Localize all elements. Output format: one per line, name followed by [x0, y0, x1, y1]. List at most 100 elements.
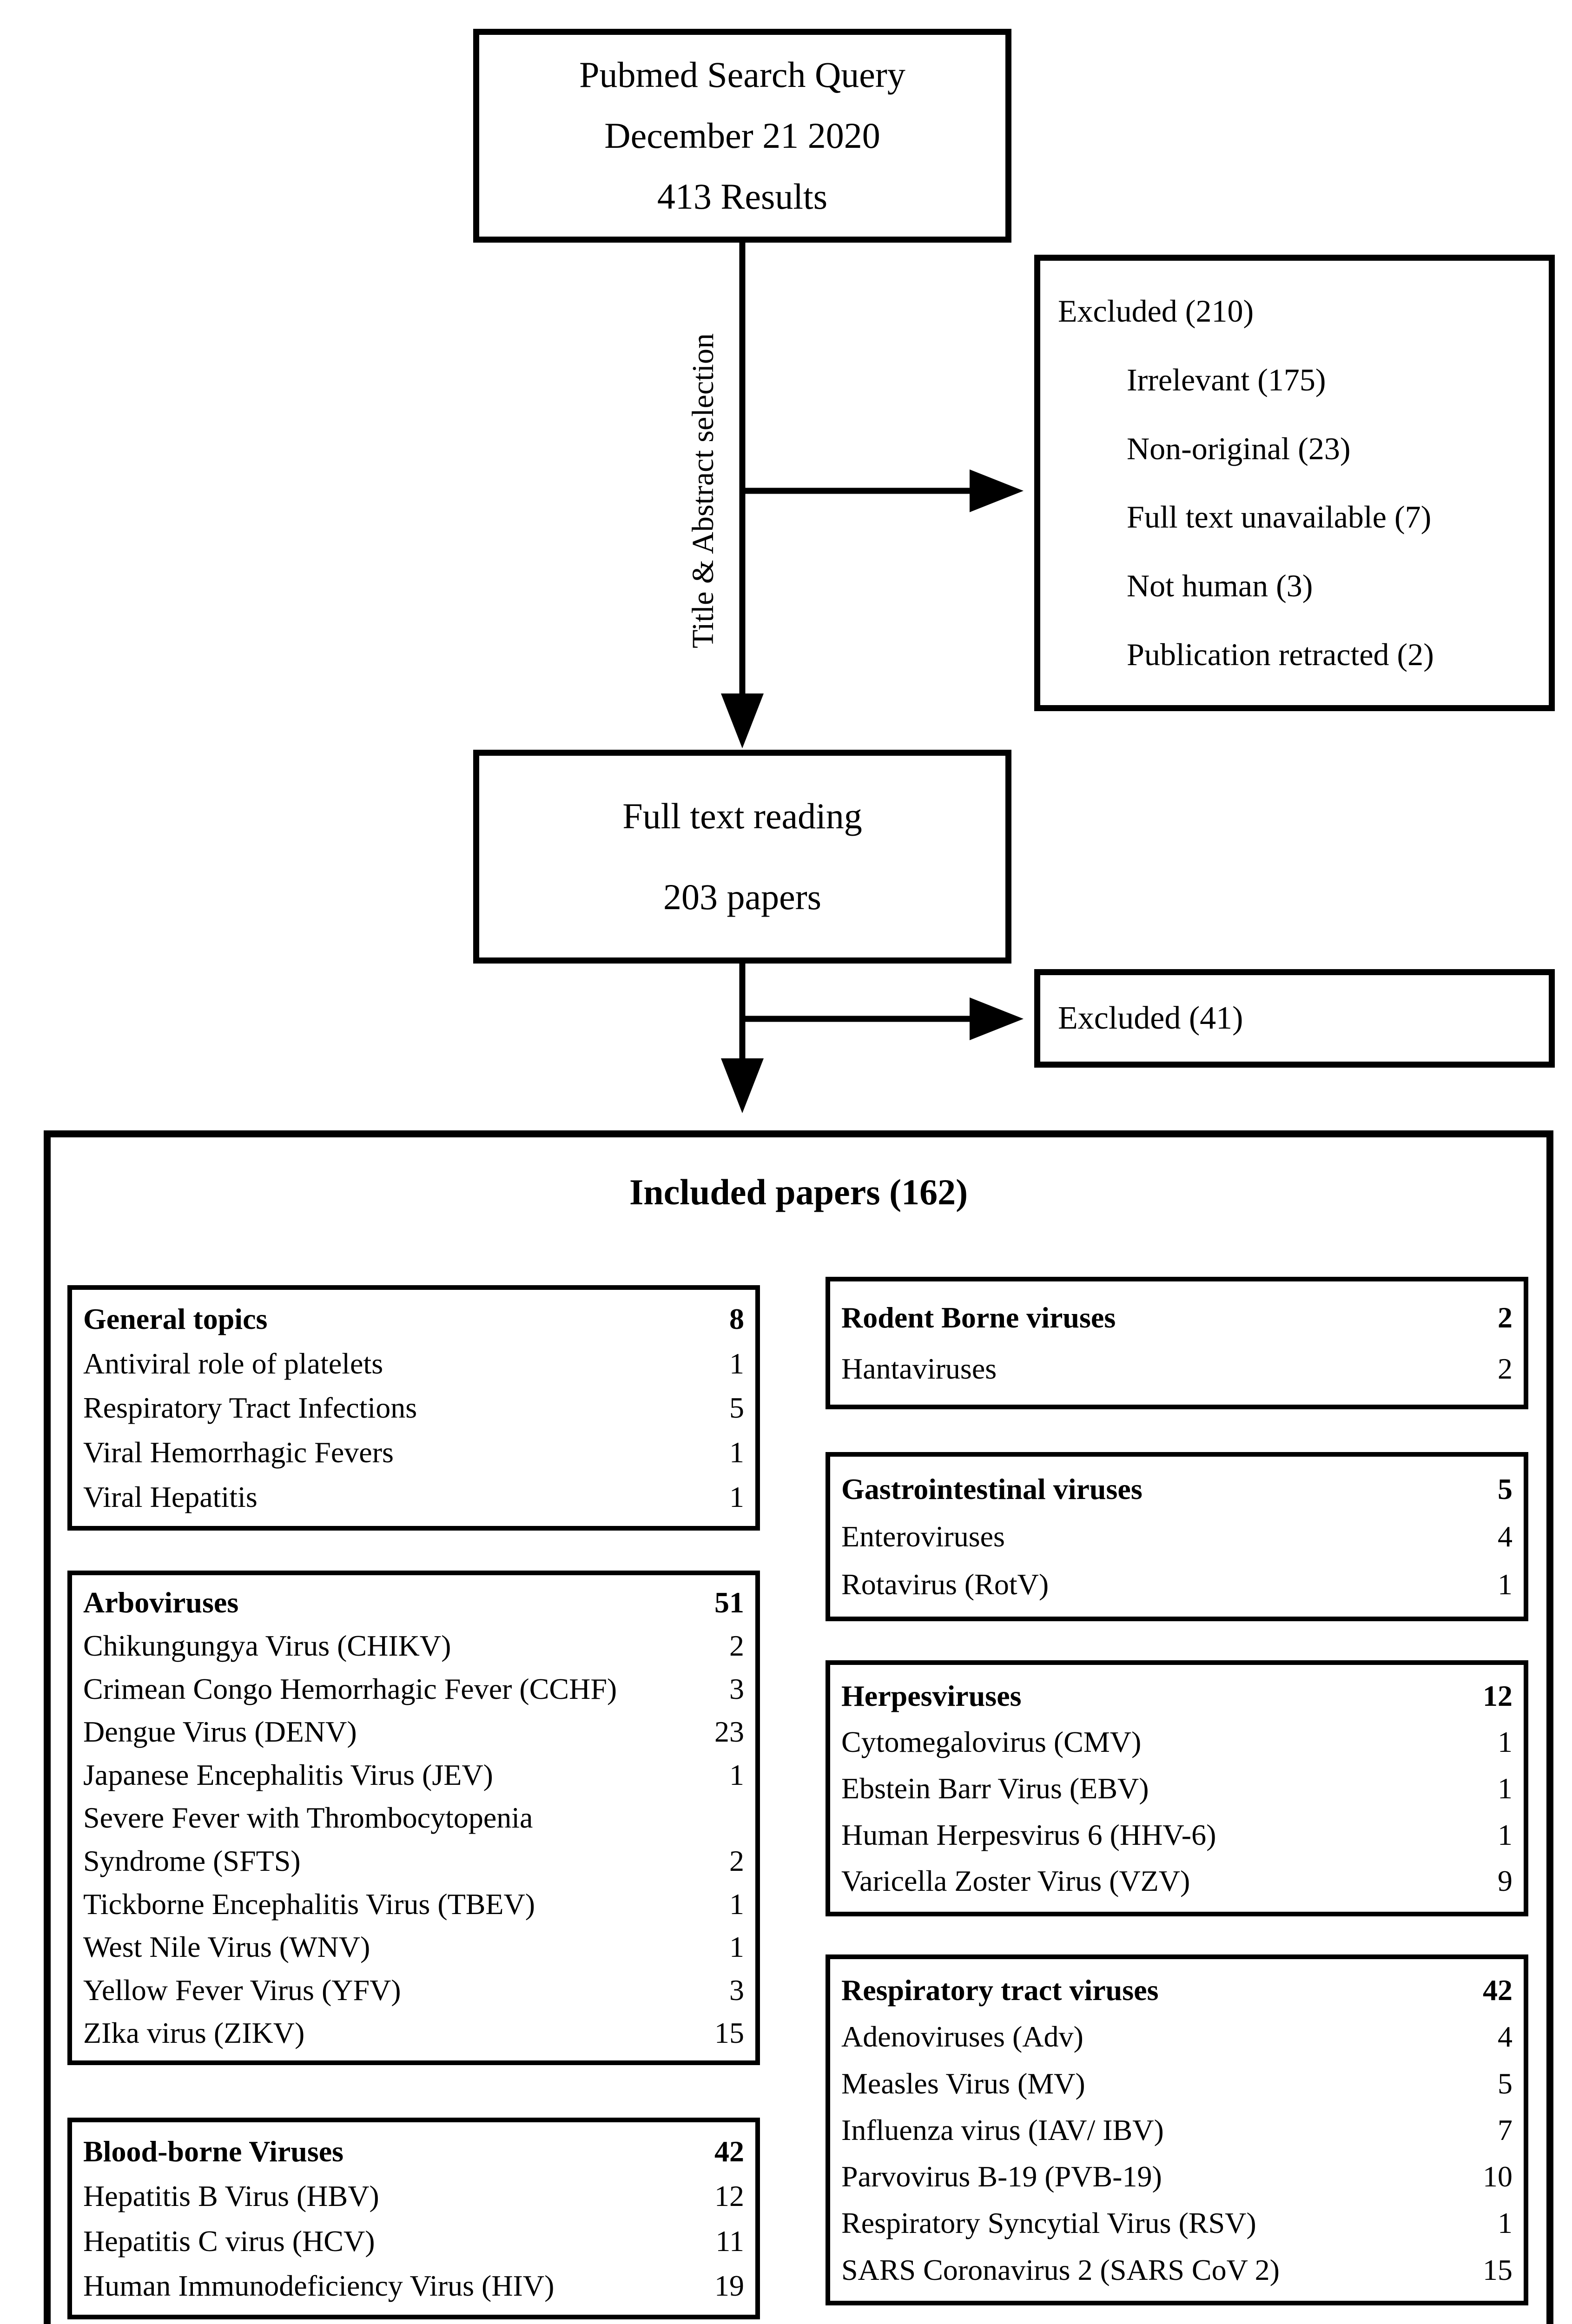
row-count: 3 [729, 1672, 744, 1705]
table-row: ZIka virus (ZIKV) 15 [72, 2017, 755, 2048]
search-box-line: 413 Results [657, 176, 828, 217]
table-header-row: Blood-borne Viruses 42 [72, 2136, 755, 2167]
table-row: Syndrome (SFTS) 2 [72, 1845, 755, 1876]
excluded-210-box: Excluded (210) Irrelevant (175)Non-origi… [1034, 255, 1555, 711]
row-label: Cytomegalovirus (CMV) [841, 1725, 1142, 1759]
excluded-reason: Irrelevant (175) [1127, 362, 1326, 397]
table-category-count: 42 [714, 2135, 744, 2168]
row-count: 19 [714, 2269, 744, 2302]
title-abstract-selection-label: Title & Abstract selection [686, 333, 720, 648]
table-category-count: 12 [1483, 1679, 1513, 1712]
row-label: SARS Coronavirus 2 (SARS CoV 2) [841, 2253, 1280, 2286]
table-category-label: Respiratory tract viruses [841, 1974, 1159, 2007]
excluded-reason: Full text unavailable (7) [1127, 499, 1432, 535]
table-header-row: Respiratory tract viruses 42 [830, 1974, 1524, 2006]
row-label: Syndrome (SFTS) [83, 1844, 301, 1877]
table-row: Severe Fever with Thrombocytopenia [72, 1802, 755, 1833]
row-label: Respiratory Tract Infections [83, 1391, 417, 1425]
row-count: 4 [1498, 1520, 1513, 1553]
row-count: 15 [714, 2016, 744, 2050]
table-row: Cytomegalovirus (CMV) 1 [830, 1726, 1524, 1757]
table-row: Measles Virus (MV)5 [830, 2067, 1524, 2100]
excluded-210-title: Excluded (210) [1058, 293, 1254, 329]
table-row: Respiratory Syncytial Virus (RSV)1 [830, 2207, 1524, 2238]
row-count: 12 [714, 2179, 744, 2213]
row-count: 1 [729, 1480, 744, 1514]
table-category-count: 51 [714, 1586, 744, 1619]
row-label: Japanese Encephalitis Virus (JEV) [83, 1758, 493, 1791]
table-row: Parvovirus B-19 (PVB-19)10 [830, 2161, 1524, 2192]
row-count: 1 [1498, 1725, 1513, 1759]
row-count: 2 [729, 1844, 744, 1877]
table-header-row: Herpesviruses 12 [830, 1680, 1524, 1711]
arrow-fulltext-to-included [721, 964, 764, 1113]
search-box-line: Pubmed Search Query [579, 54, 905, 95]
table-category-label: Gastrointestinal viruses [841, 1472, 1143, 1505]
row-count: 4 [1498, 2020, 1513, 2053]
row-count: 1 [729, 1930, 744, 1964]
row-label: Antiviral role of platelets [83, 1347, 383, 1380]
table-row: Varicella Zoster Virus (VZV) 9 [830, 1865, 1524, 1896]
excluded-41-title: Excluded (41) [1058, 1000, 1243, 1036]
row-count: 1 [729, 1347, 744, 1380]
row-label: Influenza virus (IAV/ IBV) [841, 2113, 1164, 2146]
row-label: Crimean Congo Hemorrhagic Fever (CCHF) [83, 1672, 617, 1705]
row-label: Severe Fever with Thrombocytopenia [83, 1801, 533, 1835]
row-label: Respiratory Syncytial Virus (RSV) [841, 2206, 1256, 2240]
row-label: Dengue Virus (DENV) [83, 1715, 357, 1749]
row-count: 1 [1498, 1568, 1513, 1601]
row-count: 1 [1498, 1771, 1513, 1805]
row-label: Viral Hepatitis [83, 1480, 258, 1514]
row-label: West Nile Virus (WNV) [83, 1930, 370, 1964]
table-row: Adenoviruses (Adv)4 [830, 2021, 1524, 2052]
row-count: 7 [1498, 2113, 1513, 2146]
row-label: Varicella Zoster Virus (VZV) [841, 1864, 1190, 1898]
table-category-count: 8 [729, 1302, 744, 1335]
row-count: 5 [1498, 2067, 1513, 2100]
table-category-count: 42 [1483, 1974, 1513, 2007]
full-text-box-line: Full text reading [622, 795, 862, 836]
arrow-branch-excluded-210 [742, 469, 1024, 512]
table-category-label: Blood-borne Viruses [83, 2135, 344, 2168]
row-count: 1 [1498, 1818, 1513, 1851]
excluded-41-box: Excluded (41) [1034, 969, 1555, 1068]
table-row: Crimean Congo Hemorrhagic Fever (CCHF) 3 [72, 1673, 755, 1704]
included-papers-title: Included papers (162) [629, 1172, 968, 1212]
table-row: Human Herpesvirus 6 (HHV-6) 1 [830, 1819, 1524, 1850]
table-header-row: Arboviruses 51 [72, 1587, 755, 1618]
table-category-label: Rodent Borne viruses [841, 1301, 1116, 1334]
excluded-reason: Not human (3) [1127, 568, 1313, 604]
row-label: Hepatitis C virus (HCV) [83, 2224, 375, 2258]
row-count: 9 [1498, 1864, 1513, 1898]
row-label: Enteroviruses [841, 1520, 1005, 1553]
table-row: Dengue Virus (DENV)23 [72, 1716, 755, 1747]
row-label: Yellow Fever Virus (YFV) [83, 1973, 401, 2007]
arrow-search-to-fulltext [721, 243, 764, 748]
table-row: Ebstein Barr Virus (EBV) 1 [830, 1773, 1524, 1804]
row-label: Chikungungya Virus (CHIKV) [83, 1629, 451, 1662]
row-label: Ebstein Barr Virus (EBV) [841, 1771, 1149, 1805]
row-label: Hantaviruses [841, 1352, 997, 1386]
table-category-label: Arboviruses [83, 1586, 239, 1619]
row-count: 2 [1498, 1352, 1513, 1386]
table-row: Hepatitis B Virus (HBV)12 [72, 2180, 755, 2212]
row-count: 3 [729, 1973, 744, 2007]
table-row: Enteroviruses 4 [830, 1521, 1524, 1552]
row-label: Viral Hemorrhagic Fevers [83, 1436, 394, 1469]
row-label: ZIka virus (ZIKV) [83, 2016, 305, 2050]
table-row: West Nile Virus (WNV) 1 [72, 1931, 755, 1962]
table-row: Yellow Fever Virus (YFV) 3 [72, 1974, 755, 2006]
table-row: Viral Hepatitis 1 [72, 1481, 755, 1512]
table-row: Chikungungya Virus (CHIKV)2 [72, 1630, 755, 1661]
table-category-count: 5 [1498, 1472, 1513, 1505]
table-category-label: Herpesviruses [841, 1679, 1022, 1712]
row-label: Human Herpesvirus 6 (HHV-6) [841, 1818, 1216, 1851]
